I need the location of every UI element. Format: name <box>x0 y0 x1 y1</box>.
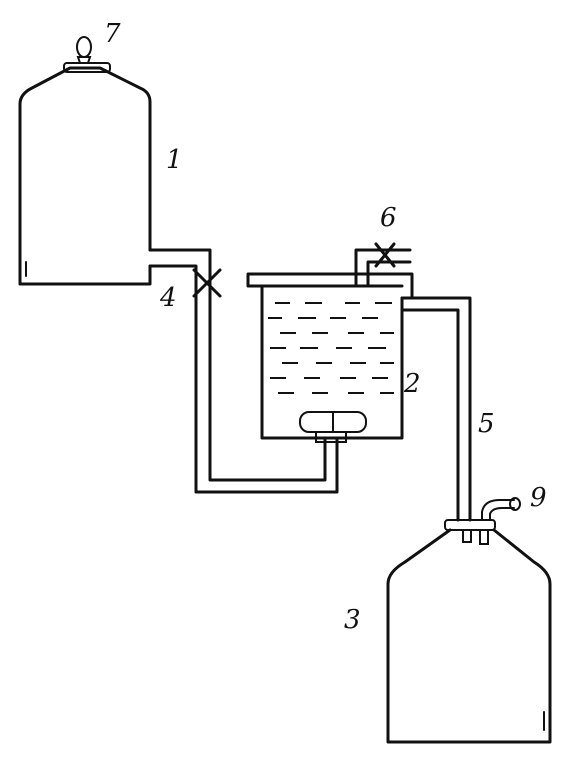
stopper <box>76 36 92 64</box>
bottle-lower <box>386 519 552 744</box>
top-tube <box>354 242 412 288</box>
label-3: 3 <box>344 605 361 635</box>
label-9: 9 <box>530 483 547 513</box>
valve-inlet <box>192 268 222 298</box>
label-1: 1 <box>166 145 183 175</box>
bottle-upper <box>18 62 152 286</box>
tube-outlet <box>481 497 521 521</box>
label-4: 4 <box>159 283 177 313</box>
distributor <box>299 411 367 443</box>
vessel <box>246 272 414 443</box>
label-6: 6 <box>380 203 397 233</box>
label-2: 2 <box>403 369 421 399</box>
overflow-pipe <box>400 296 472 522</box>
label-7: 7 <box>104 19 121 49</box>
liquid <box>268 302 394 394</box>
siphon-pipe <box>148 248 339 494</box>
label-5: 5 <box>478 409 495 439</box>
